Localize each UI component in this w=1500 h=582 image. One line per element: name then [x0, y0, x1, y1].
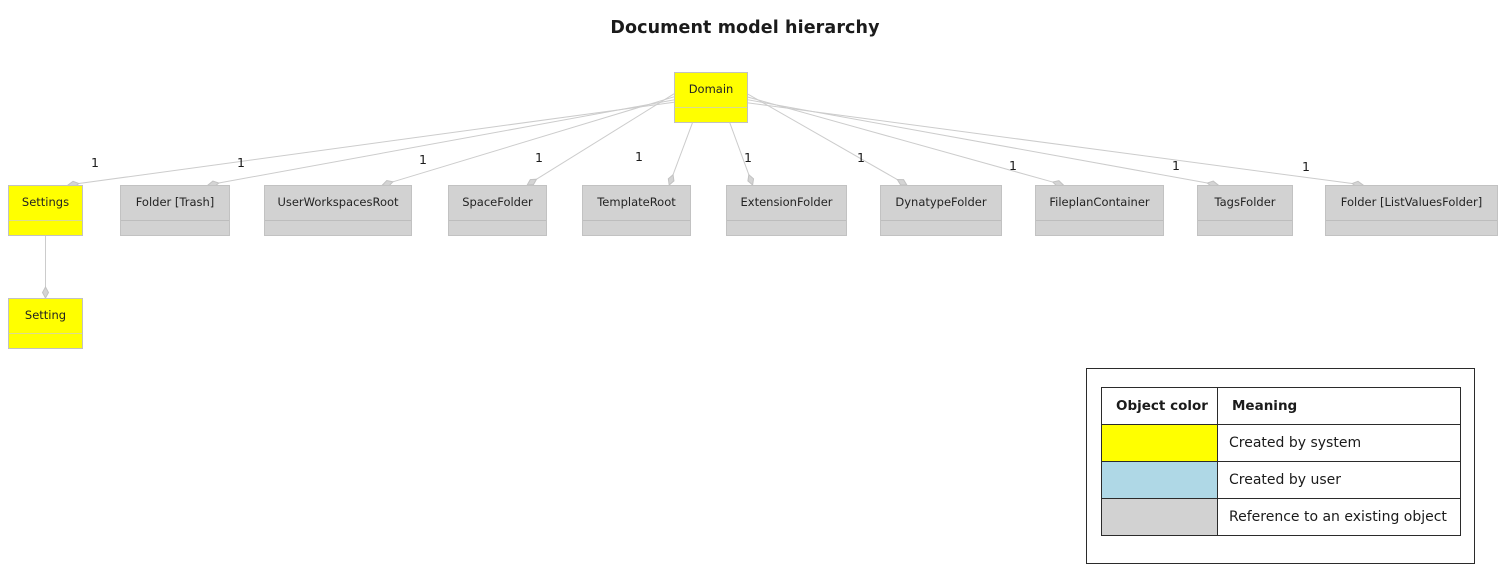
uml-node-settings[interactable]: Settings: [8, 185, 83, 236]
multiplicity-label-dynatypefolder: 1: [857, 150, 865, 165]
node-attribute-compartment: [265, 220, 411, 235]
node-label: ExtensionFolder: [740, 195, 833, 210]
legend-row: Created by user: [1101, 461, 1461, 499]
node-label: Domain: [688, 82, 734, 97]
multiplicity-label-folder-trash: 1: [237, 155, 245, 170]
node-label: Setting: [24, 308, 67, 323]
node-label: DynatypeFolder: [895, 195, 987, 210]
edge-domain-to-userworkspacesroot: [392, 96, 675, 183]
uml-node-dynatypefolder[interactable]: DynatypeFolder: [880, 185, 1002, 236]
node-label: Folder [ListValuesFolder]: [1340, 195, 1483, 210]
uml-node-domain[interactable]: Domain: [674, 72, 748, 123]
node-attribute-compartment: [9, 333, 82, 348]
legend-meaning: Created by system: [1217, 424, 1461, 462]
edge-domain-to-tagsfolder: [747, 99, 1208, 184]
color-swatch-user: [1102, 462, 1217, 498]
node-attribute-compartment: [121, 220, 229, 235]
node-attribute-compartment: [449, 220, 546, 235]
node-label: Settings: [21, 195, 70, 210]
edge-domain-to-settings: [78, 101, 675, 185]
color-swatch-system: [1102, 425, 1217, 461]
node-attribute-compartment: [583, 220, 690, 235]
uml-node-userworkspacesroot[interactable]: UserWorkspacesRoot: [264, 185, 412, 236]
legend-row: Created by system: [1101, 424, 1461, 462]
edge-domain-to-spacefolder: [536, 93, 675, 180]
node-label: Folder [Trash]: [135, 195, 215, 210]
page-title: Document model hierarchy: [610, 18, 880, 38]
aggregation-diamond-setting: [41, 285, 50, 300]
multiplicity-label-userworkspacesroot: 1: [419, 152, 427, 167]
node-attribute-compartment: [9, 220, 82, 235]
legend-swatch-cell: [1101, 498, 1218, 536]
edge-domain-to-extensionfolder: [729, 122, 750, 175]
multiplicity-label-tagsfolder: 1: [1172, 158, 1180, 173]
node-attribute-compartment: [881, 220, 1001, 235]
legend-swatch-cell: [1101, 461, 1218, 499]
node-attribute-compartment: [1198, 220, 1292, 235]
aggregation-diamond-extensionfolder: [747, 173, 755, 186]
edge-domain-to-fileplancontainer: [747, 96, 1053, 183]
edge-domain-to-templateroot: [672, 122, 693, 175]
legend-header-row: Object color Meaning: [1101, 387, 1461, 425]
node-attribute-compartment: [1036, 220, 1163, 235]
uml-node-tagsfolder[interactable]: TagsFolder: [1197, 185, 1293, 236]
node-attribute-compartment: [675, 107, 747, 122]
node-label: UserWorkspacesRoot: [277, 195, 399, 210]
multiplicity-label-extensionfolder: 1: [744, 150, 752, 165]
node-attribute-compartment: [1326, 220, 1497, 235]
uml-node-spacefolder[interactable]: SpaceFolder: [448, 185, 547, 236]
legend-header-object-color: Object color: [1101, 387, 1218, 425]
multiplicity-label-folder-listvalues: 1: [1302, 159, 1310, 174]
legend-row: Reference to an existing object: [1101, 498, 1461, 536]
uml-node-extensionfolder[interactable]: ExtensionFolder: [726, 185, 847, 236]
uml-node-folder-trash[interactable]: Folder [Trash]: [120, 185, 230, 236]
node-label: TemplateRoot: [597, 195, 676, 210]
multiplicity-label-fileplancontainer: 1: [1009, 158, 1017, 173]
color-swatch-reference: [1102, 499, 1217, 535]
multiplicity-label-spacefolder: 1: [535, 150, 543, 165]
legend-meaning: Reference to an existing object: [1217, 498, 1461, 536]
uml-node-fileplancontainer[interactable]: FileplanContainer: [1035, 185, 1164, 236]
edge-domain-to-dynatypefolder: [747, 93, 898, 180]
node-attribute-compartment: [727, 220, 846, 235]
legend-header-meaning: Meaning: [1217, 387, 1461, 425]
legend-meaning: Created by user: [1217, 461, 1461, 499]
aggregation-diamond-templateroot: [667, 173, 675, 186]
edge-domain-to-folder-listvalues: [747, 102, 1353, 185]
node-label: SpaceFolder: [462, 195, 533, 210]
multiplicity-label-settings: 1: [91, 155, 99, 170]
node-label: TagsFolder: [1214, 195, 1276, 210]
multiplicity-label-templateroot: 1: [635, 149, 643, 164]
uml-node-templateroot[interactable]: TemplateRoot: [582, 185, 691, 236]
uml-node-setting[interactable]: Setting: [8, 298, 83, 349]
legend-swatch-cell: [1101, 424, 1218, 462]
edge-domain-to-folder-trash: [218, 99, 675, 184]
node-label: FileplanContainer: [1049, 195, 1150, 210]
uml-node-folder-listvalues[interactable]: Folder [ListValuesFolder]: [1325, 185, 1498, 236]
